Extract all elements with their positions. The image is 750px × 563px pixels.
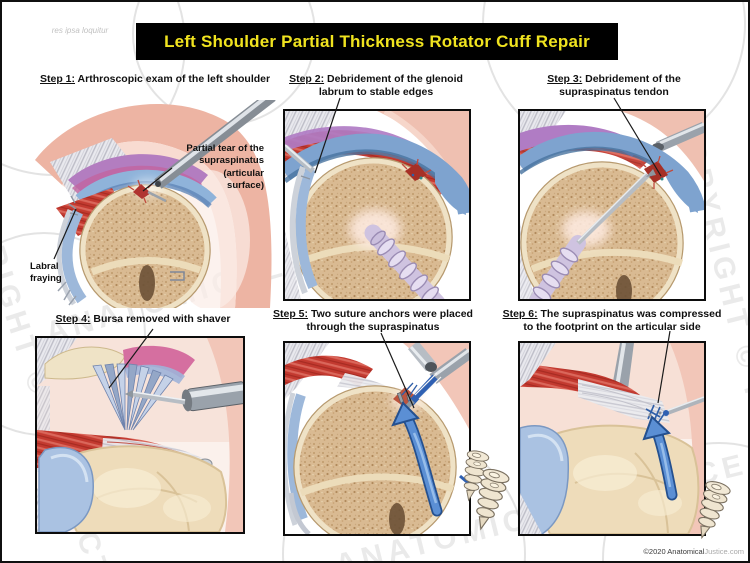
shaver-cannula bbox=[349, 209, 445, 299]
caption-step-1: Step 1: Arthroscopic exam of the left sh… bbox=[40, 73, 270, 86]
step-number: Step 6: bbox=[502, 308, 538, 320]
caption-step-6: Step 6: The supraspinatus was compressed… bbox=[502, 308, 722, 333]
step-number: Step 2: bbox=[289, 73, 325, 85]
supraspinatus-muscle bbox=[520, 363, 670, 423]
copyright-notice: ©2020 AnatomicalJustice.com bbox=[632, 547, 744, 556]
arthroscope bbox=[147, 100, 276, 203]
joint-capsule bbox=[285, 392, 311, 534]
suture-anchor-corkscrews bbox=[458, 448, 511, 534]
watermark-seal-text: res ipsa loquitur bbox=[51, 26, 109, 35]
step-text: Debridement of the glenoid bbox=[324, 73, 463, 85]
copyright-light: Justice.com bbox=[704, 547, 744, 556]
cartilage bbox=[38, 446, 94, 532]
labral-fraying-annotation: Labral fraying bbox=[30, 261, 62, 285]
step-number: Step 3: bbox=[547, 73, 583, 85]
caption-step-2: Step 2: Debridement of the glenoid labru… bbox=[289, 73, 463, 98]
direction-arrow bbox=[391, 401, 443, 517]
step-number: Step 4: bbox=[55, 313, 91, 325]
shaver-instrument bbox=[125, 381, 243, 412]
step-text: Arthroscopic exam of the left shoulder bbox=[75, 73, 271, 85]
caption-step-5: Step 5: Two suture anchors were placed t… bbox=[273, 308, 473, 333]
panel-step-5 bbox=[283, 341, 471, 536]
tear-annotation: Partial tear of the supraspinatus (artic… bbox=[186, 143, 264, 192]
skin bbox=[620, 111, 704, 181]
humeral-head bbox=[79, 184, 211, 308]
panel-step-4 bbox=[35, 336, 245, 534]
step-text: Bursa removed with shaver bbox=[90, 313, 231, 325]
copyright-bold: ©2020 Anatomical bbox=[643, 547, 705, 556]
ligaments bbox=[520, 343, 556, 534]
caption-step-3: Step 3: Debridement of the supraspinatus… bbox=[547, 73, 681, 98]
joint-capsule bbox=[56, 208, 87, 306]
step-number: Step 1: bbox=[40, 73, 76, 85]
panel-step-2 bbox=[283, 109, 471, 301]
knot-pusher bbox=[663, 396, 704, 416]
panel-step-3 bbox=[518, 109, 706, 301]
step-text: Debridement of the bbox=[582, 73, 681, 85]
shaver-instrument bbox=[529, 169, 656, 299]
step-number: Step 5: bbox=[273, 308, 309, 320]
step-text: The supraspinatus was compressed bbox=[537, 308, 722, 320]
direction-arrow bbox=[642, 415, 678, 501]
cartilage bbox=[520, 425, 570, 534]
tendon-tear bbox=[401, 158, 432, 181]
caption-step-4: Step 4: Bursa removed with shaver bbox=[33, 313, 253, 326]
panel-step-6 bbox=[518, 341, 706, 536]
probe-instrument bbox=[285, 144, 315, 174]
arthroscope bbox=[407, 343, 437, 372]
title-banner: Left Shoulder Partial Thickness Rotator … bbox=[136, 23, 618, 60]
step-text: Two suture anchors were placed bbox=[308, 308, 473, 320]
